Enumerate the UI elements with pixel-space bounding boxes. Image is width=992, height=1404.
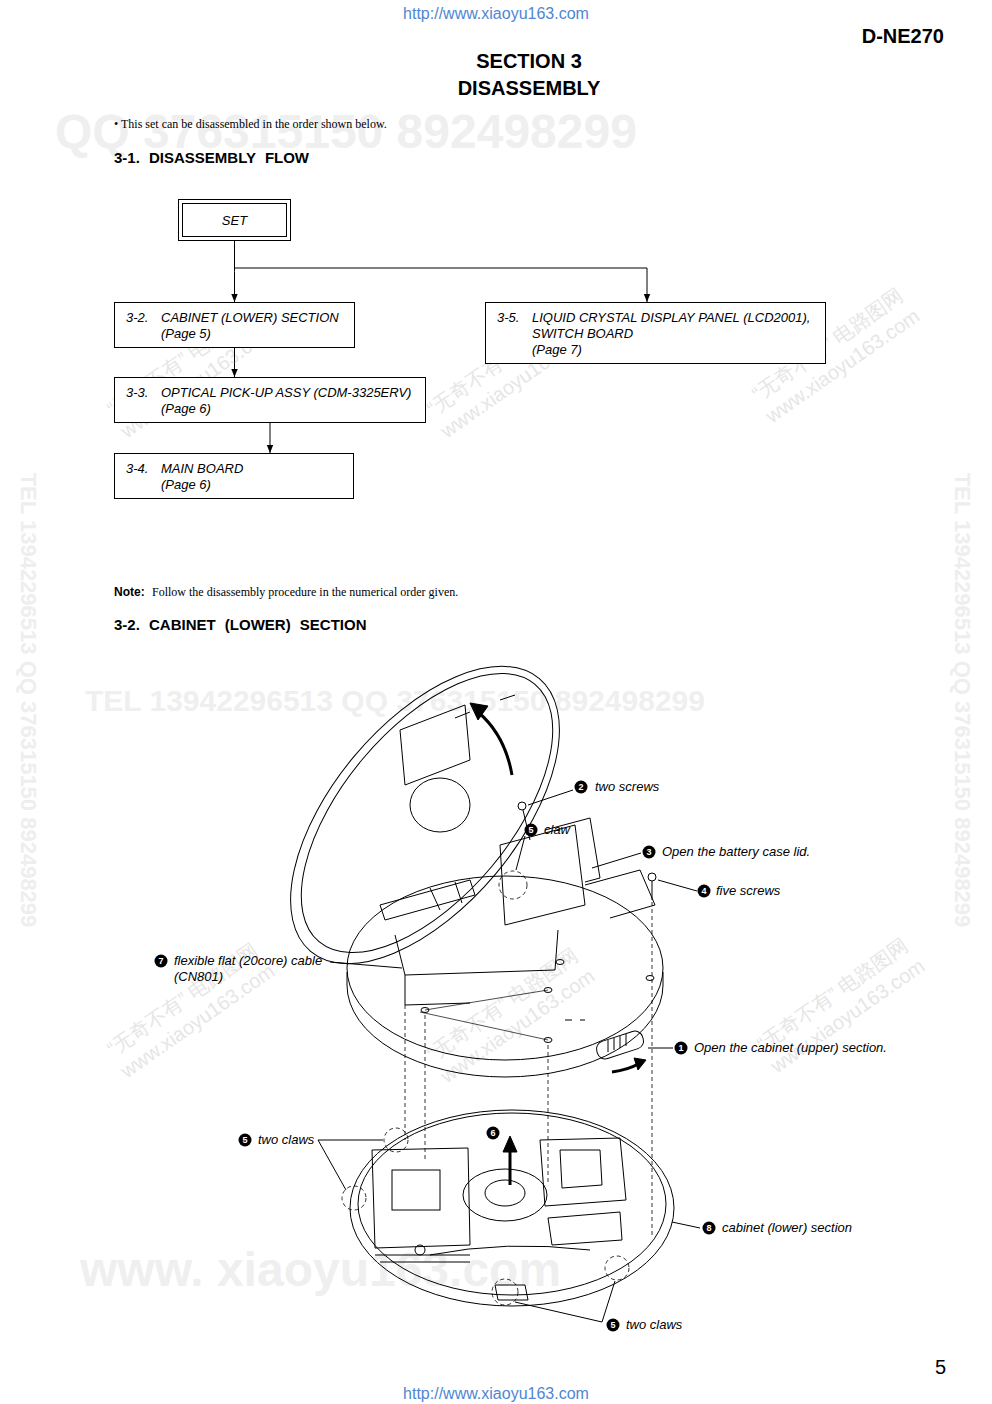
box-body: CABINET (LOWER) SECTION(Page 5) — [161, 310, 339, 342]
section-heading: 3-2. CABINET (LOWER) SECTION — [114, 616, 367, 633]
watermark: TEL 13942296513 QQ 376315150 892498299 — [15, 473, 41, 928]
process-box: 3-3. OPTICAL PICK-UP ASSY (CDM-3325ERV)(P… — [114, 377, 426, 423]
watermark: “无奇不有” 电路图网 www.xiaoyu163.com — [413, 936, 607, 1093]
step-number: 3-2. — [126, 310, 148, 325]
site-url: http://www.xiaoyu163.com — [403, 5, 589, 23]
callout-text: cabinet (lower) section — [722, 1220, 852, 1236]
section-heading: 3-1. DISASSEMBLY FLOW — [114, 149, 309, 166]
box-body: OPTICAL PICK-UP ASSY (CDM-3325ERV)(Page … — [161, 385, 411, 417]
section-title: SECTION 3 DISASSEMBLY — [429, 48, 629, 102]
site-url: http://www.xiaoyu163.com — [403, 1385, 589, 1403]
callout-text: five screws — [716, 883, 780, 899]
box-label: SET — [222, 213, 247, 228]
callout-text: Open the cabinet (upper) section. — [694, 1040, 887, 1056]
callout-number: 8 — [703, 1222, 716, 1235]
box-text: CABINET (LOWER) SECTION — [161, 310, 339, 326]
note-label: Note: — [114, 585, 145, 599]
box-text: (Page 6) — [161, 401, 411, 417]
callout-number: 6 — [487, 1127, 500, 1140]
callout-number: 4 — [698, 885, 711, 898]
callout-number: 7 — [155, 955, 168, 968]
page-number: 5 — [935, 1356, 946, 1379]
callout-number: 3 — [643, 846, 656, 859]
box-text: MAIN BOARD — [161, 461, 243, 477]
callout-number: 5 — [239, 1134, 252, 1147]
step-number: 3-4. — [126, 461, 148, 476]
callout-text: Open the battery case lid. — [662, 844, 810, 860]
box-body: MAIN BOARD(Page 6) — [161, 461, 243, 493]
watermark: TEL 13942296513 QQ 376315150 892498299 — [85, 684, 705, 718]
model-number: D-NE270 — [862, 25, 944, 48]
box-text: LIQUID CRYSTAL DISPLAY PANEL (LCD2001), … — [532, 310, 817, 342]
box-body: LIQUID CRYSTAL DISPLAY PANEL (LCD2001), … — [532, 310, 817, 358]
flow-arrow — [235, 241, 648, 302]
step-number: 3-5. — [497, 310, 519, 325]
watermark: TEL 13942296513 QQ 376315150 892498299 — [949, 473, 975, 928]
callout-number: 1 — [675, 1042, 688, 1055]
step-number: 3-3. — [126, 385, 148, 400]
callout-text: two claws — [626, 1317, 682, 1333]
callout-text: claw — [544, 822, 570, 838]
watermark: “无奇不有” 电路图网 www.xiaoyu163.com — [743, 926, 937, 1083]
process-box: SET — [182, 203, 287, 237]
box-text: (Page 6) — [161, 477, 243, 493]
intro-note: • This set can be disassembled in the or… — [114, 117, 387, 132]
callout-text: two screws — [595, 779, 659, 795]
callout-text: two claws — [258, 1132, 314, 1148]
flow-arrow — [234, 348, 235, 377]
note-text: Follow the disassembly procedure in the … — [152, 585, 458, 600]
callout-number: 5 — [525, 824, 538, 837]
callout-text: flexible flat (20core) cable (CN801) — [174, 953, 336, 985]
process-box: 3-5. LIQUID CRYSTAL DISPLAY PANEL (LCD200… — [485, 302, 826, 364]
process-box: 3-2. CABINET (LOWER) SECTION(Page 5) — [114, 302, 355, 348]
flow-arrow — [270, 423, 271, 453]
watermark: www. xiaoyu163.com — [80, 1242, 561, 1297]
box-text: (Page 7) — [532, 342, 817, 358]
callout-number: 2 — [575, 781, 588, 794]
callout-number: 5 — [607, 1319, 620, 1332]
box-text: OPTICAL PICK-UP ASSY (CDM-3325ERV) — [161, 385, 411, 401]
box-text: (Page 5) — [161, 326, 339, 342]
process-box: 3-4. MAIN BOARD(Page 6) — [114, 453, 354, 499]
